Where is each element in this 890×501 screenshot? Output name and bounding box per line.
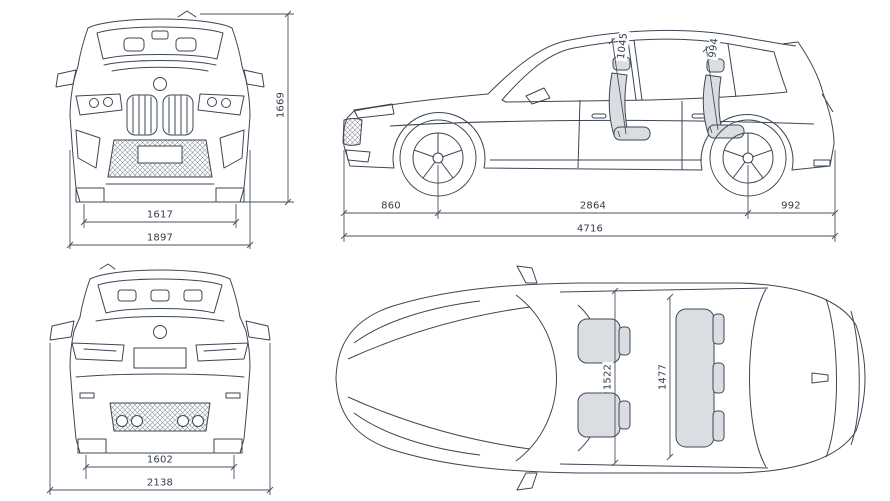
- front-overall-width-dimension: 1897: [144, 232, 176, 244]
- top-view-drawing: [335, 265, 866, 491]
- front-track-width-dimension: 1617: [144, 209, 176, 221]
- front-view-drawing: [55, 10, 294, 249]
- rear-overhang-dimension: 992: [779, 200, 803, 212]
- width-incl-mirrors-dimension: 2138: [144, 477, 176, 489]
- overall-length-dimension: 4716: [574, 223, 606, 235]
- interior-width-front-dimension: 1522: [602, 361, 614, 393]
- rear-view-drawing: [46, 263, 274, 495]
- rear-track-width-dimension: 1602: [144, 454, 176, 466]
- side-view-drawing: [340, 29, 839, 242]
- wheelbase-dimension: 2864: [577, 200, 609, 212]
- front-overhang-dimension: 860: [379, 200, 403, 212]
- overall-height-dimension: 1669: [275, 89, 287, 121]
- interior-width-rear-dimension: 1477: [657, 361, 669, 393]
